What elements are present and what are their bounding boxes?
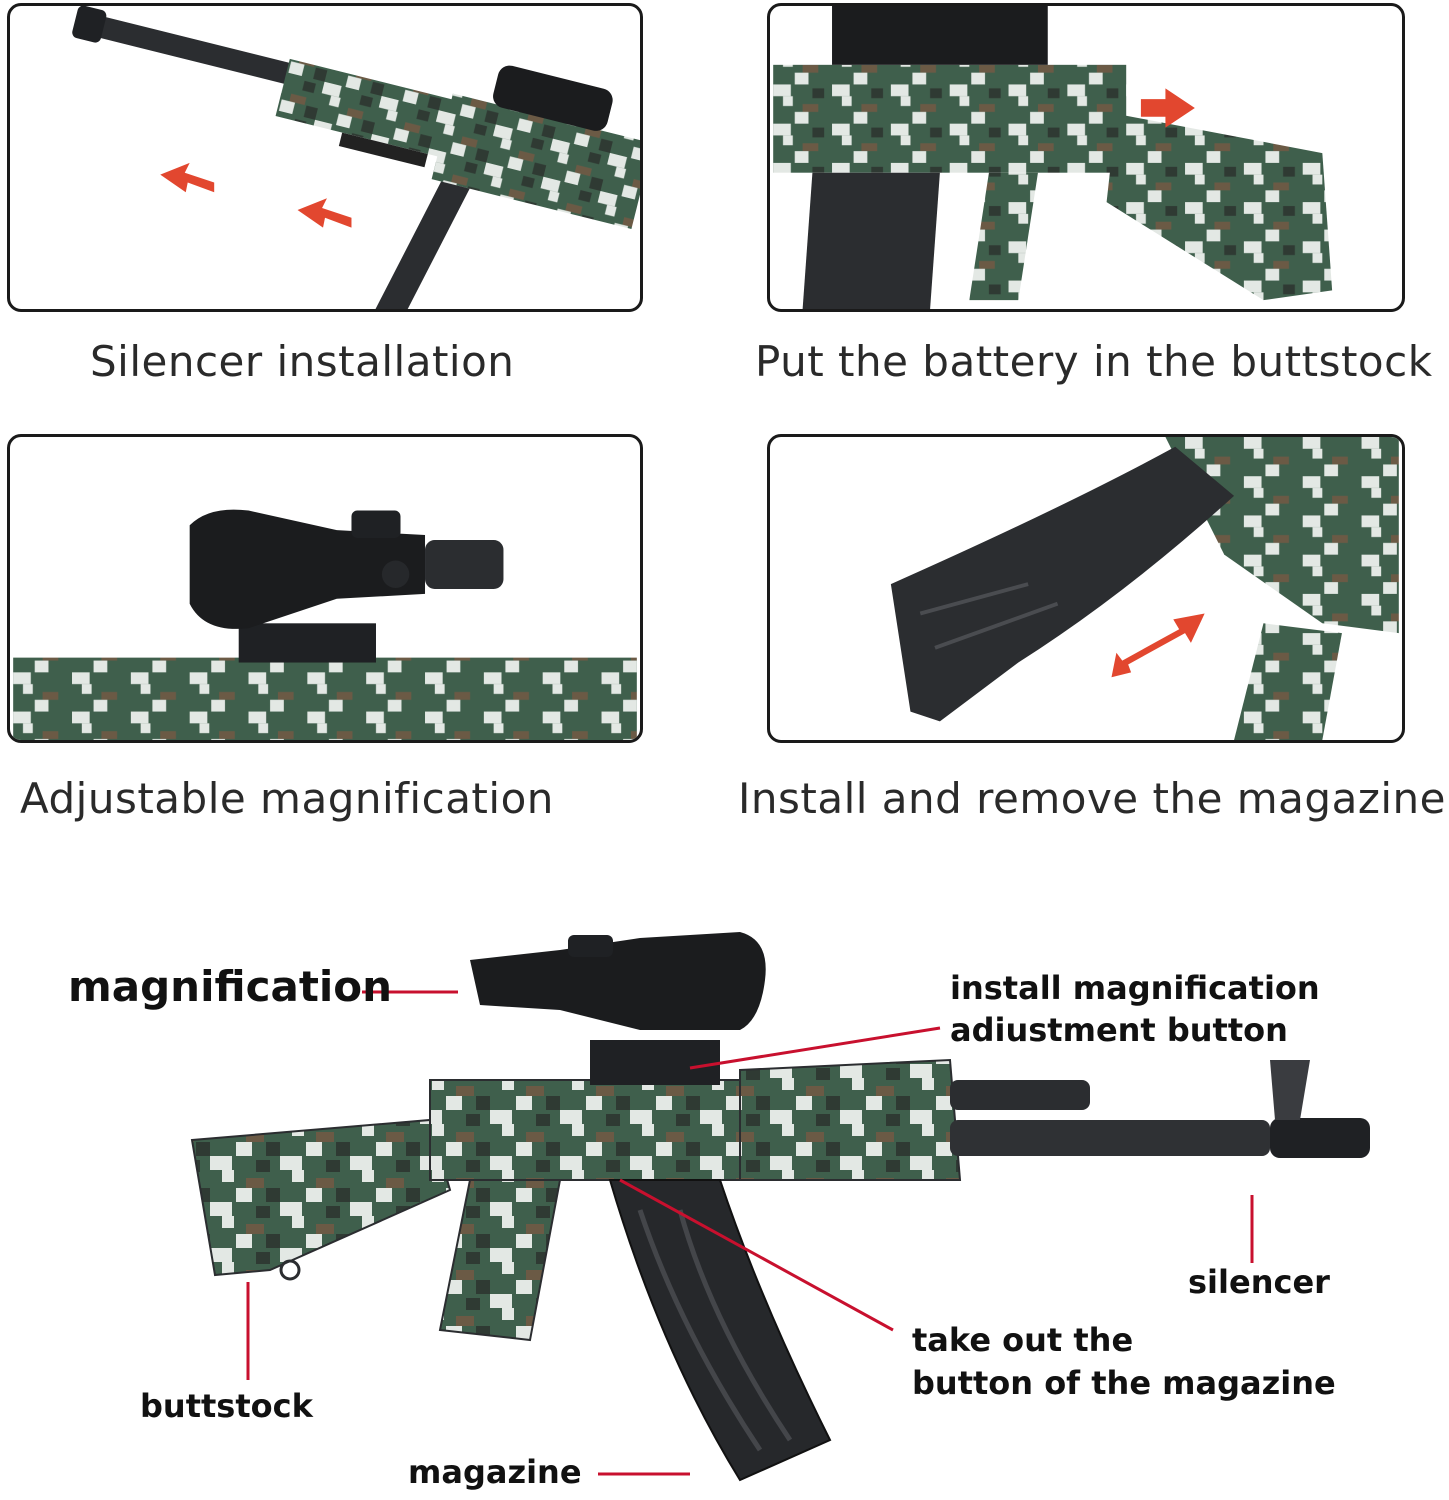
caption-battery-buttstock: Put the battery in the buttstock — [755, 337, 1433, 386]
panel-adjustable-magnification — [7, 434, 643, 743]
buttstock-shape — [190, 1118, 452, 1277]
label-magazine-button-line2: button of the magazine — [912, 1364, 1336, 1402]
leader-magazine-button — [619, 1178, 894, 1332]
panel-silencer-installation — [7, 3, 643, 312]
pistol-grip-shape — [438, 1179, 562, 1342]
front-sight-shape — [1270, 1060, 1310, 1120]
label-silencer: silencer — [1188, 1263, 1330, 1301]
label-buttstock: buttstock — [140, 1387, 313, 1425]
leader-adjustment-button — [689, 1026, 941, 1070]
scope-mount-shape — [590, 1040, 720, 1085]
magazine-shape — [608, 1179, 832, 1482]
handguard-shape — [739, 1058, 962, 1181]
panel-install-remove-magazine — [767, 434, 1405, 743]
label-adjustment-button-line1: install magnification — [950, 969, 1320, 1007]
rifle-parts-diagram — [190, 932, 1370, 1482]
barrel-shape — [950, 1120, 1270, 1156]
magazine-photo — [890, 437, 1399, 740]
label-magnification: magnification — [68, 962, 393, 1011]
silencer-photo — [72, 6, 640, 309]
label-magazine-button-line1: take out the — [912, 1321, 1134, 1359]
caption-install-remove-magazine: Install and remove the magazine — [738, 774, 1446, 823]
caption-silencer-installation: Silencer installation — [90, 337, 515, 386]
scope-shape — [470, 932, 766, 1030]
arrow-icon — [160, 162, 215, 193]
silencer-shape — [1270, 1118, 1370, 1158]
double-arrow-icon — [1111, 613, 1205, 678]
scope-photo — [13, 509, 637, 740]
label-magazine: magazine — [408, 1453, 582, 1491]
label-adjustment-button-line2: adiustment button — [950, 1011, 1288, 1049]
buttstock-photo — [773, 6, 1333, 309]
panel-battery-buttstock — [767, 3, 1405, 312]
arrow-icon — [1140, 88, 1195, 128]
caption-adjustable-magnification: Adjustable magnification — [20, 774, 554, 823]
arrow-icon — [297, 198, 352, 228]
receiver-shape — [429, 1079, 741, 1181]
